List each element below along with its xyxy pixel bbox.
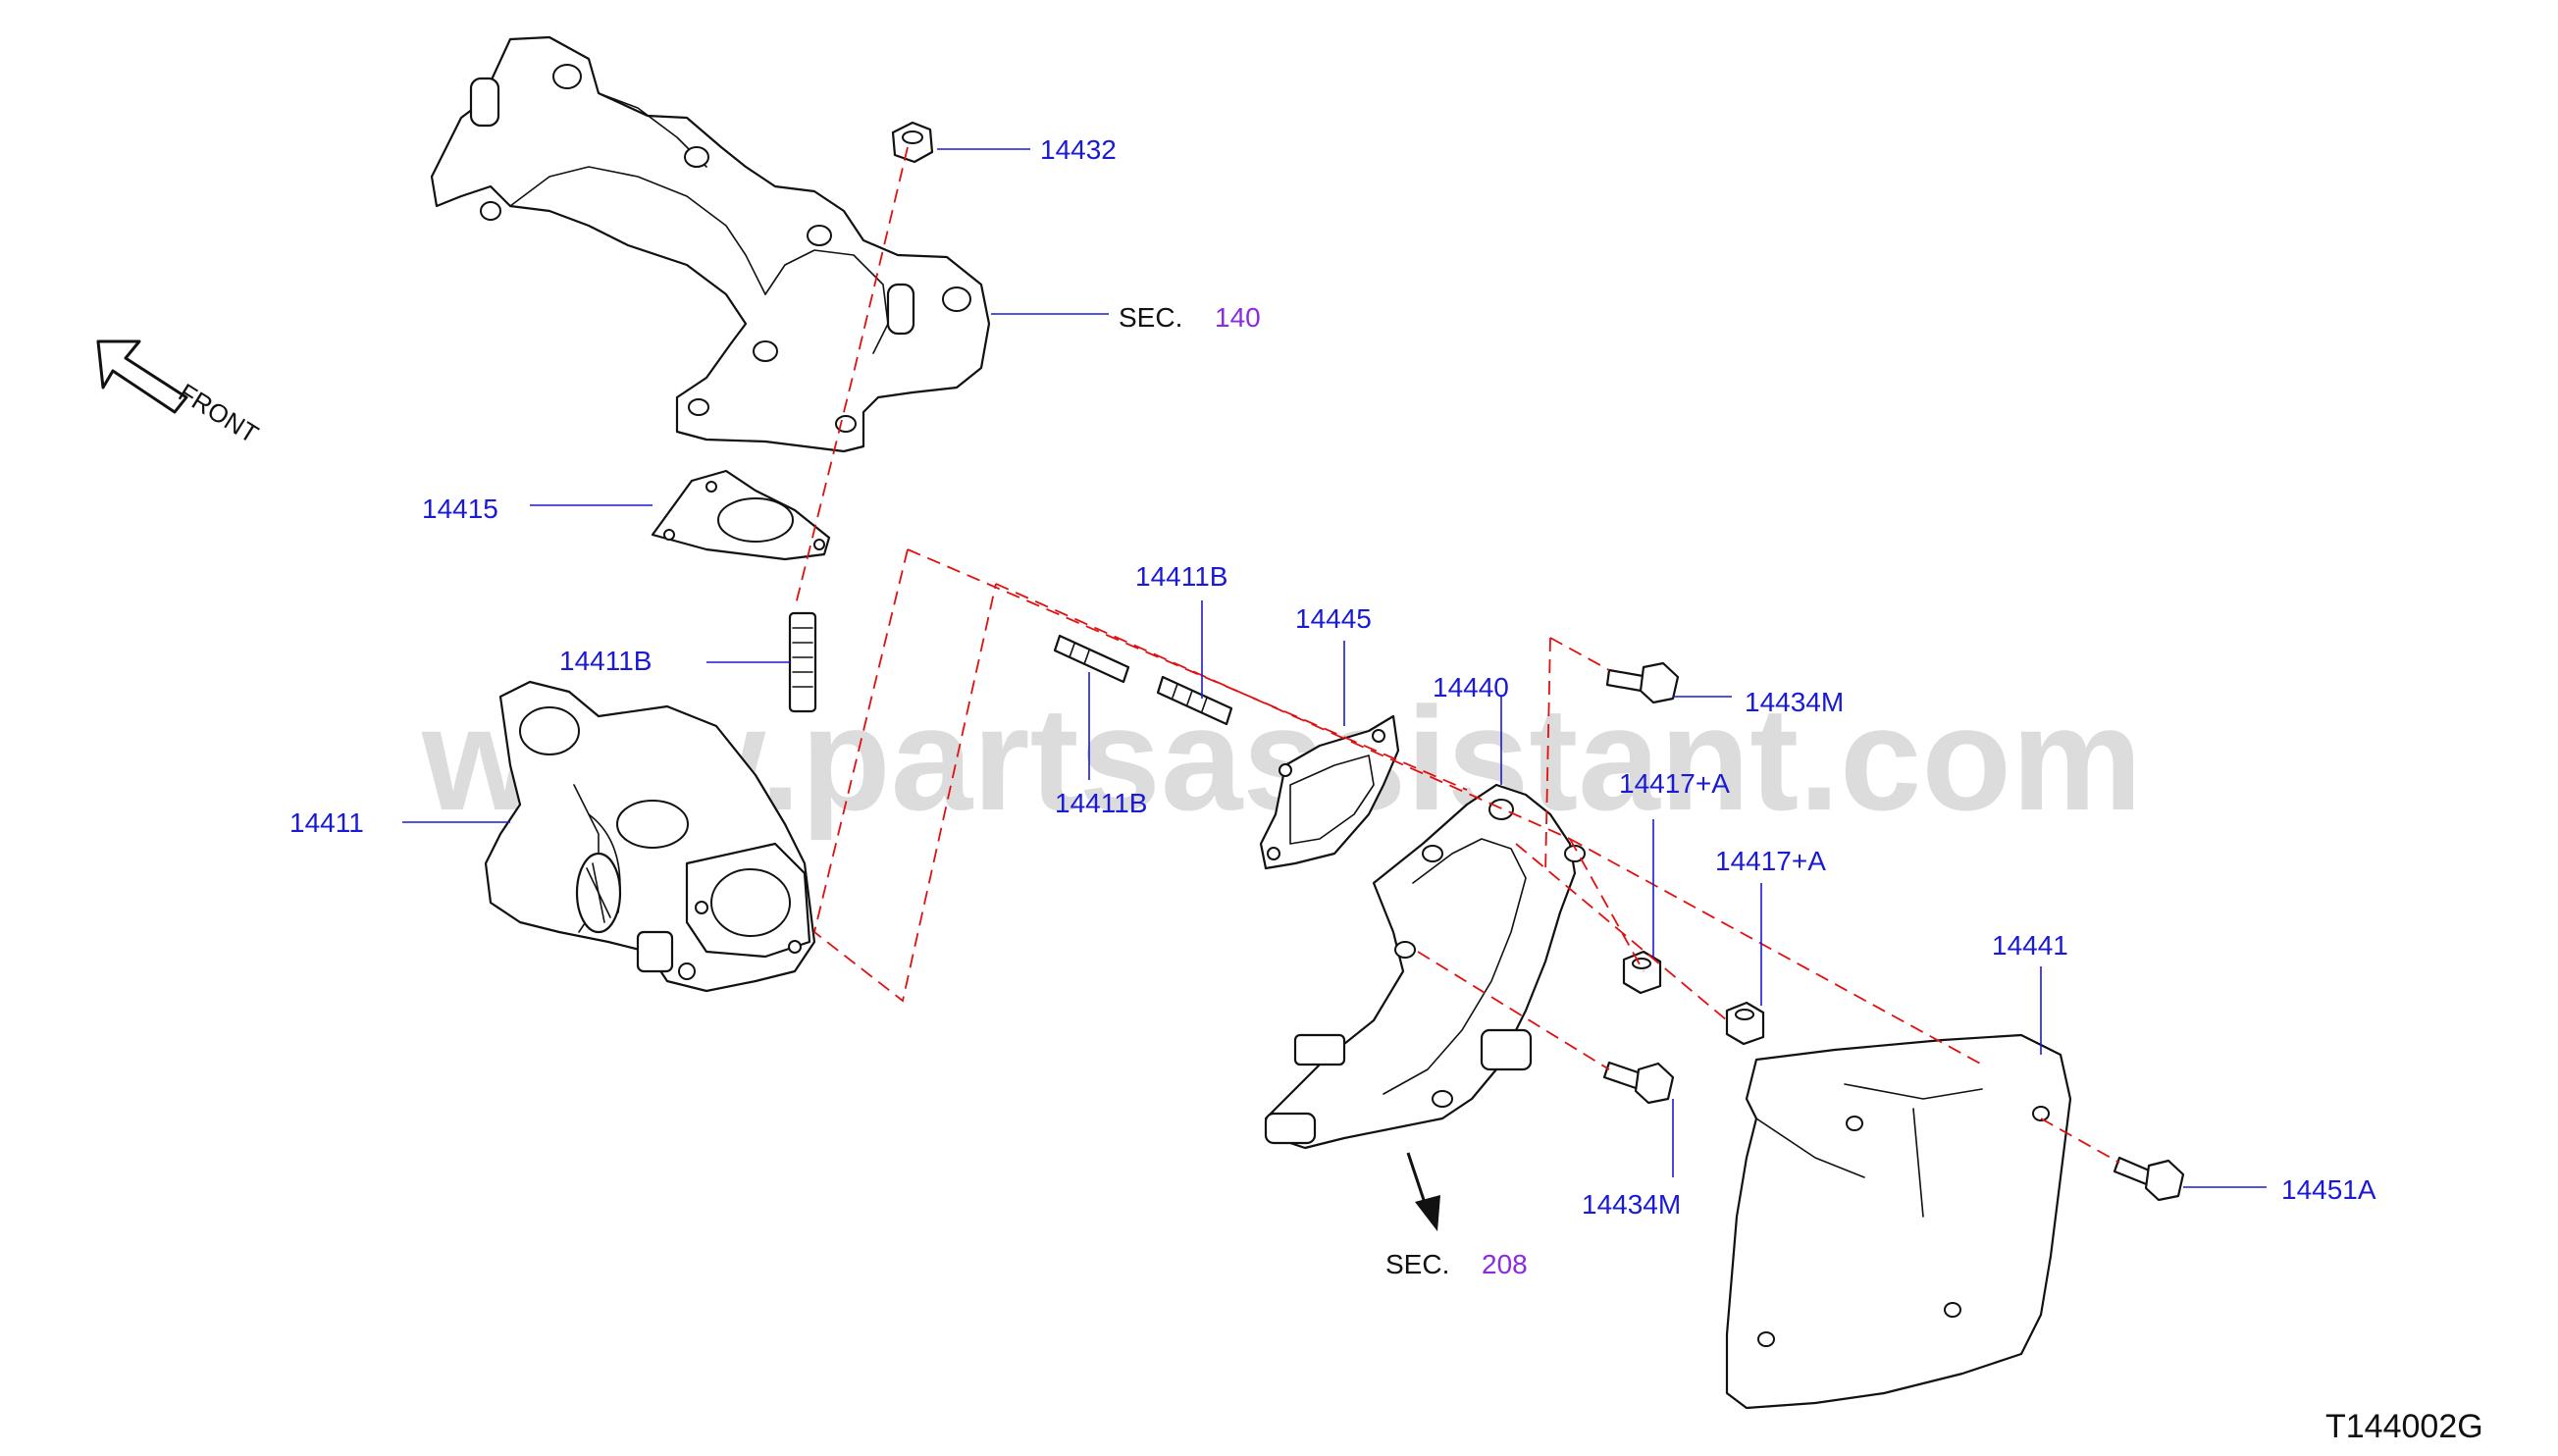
- part-label-14432[interactable]: 14432: [1040, 134, 1117, 165]
- front-label: FRONT: [174, 378, 264, 449]
- nut-14417a-1-drawing: [1622, 950, 1662, 995]
- nut-14432-drawing: [891, 121, 934, 164]
- part-label-14417a-lower[interactable]: 14417+A: [1715, 846, 1826, 876]
- part-label-14434m-upper[interactable]: 14434M: [1745, 687, 1844, 717]
- section-link-140[interactable]: 140: [1215, 302, 1261, 333]
- section-prefix-208: SEC.: [1385, 1249, 1449, 1279]
- bolt-14451a-drawing: [2113, 1156, 2185, 1202]
- bolt-14434m-upper-drawing: [1605, 661, 1680, 704]
- nut-14417a-2-drawing: [1725, 1001, 1765, 1046]
- leader-lines: [402, 148, 2267, 1188]
- section-link-208[interactable]: 208: [1482, 1249, 1528, 1279]
- front-arrow-icon: [96, 339, 188, 414]
- exhaust-manifold-drawing: [430, 35, 991, 453]
- part-label-14417a-upper[interactable]: 14417+A: [1619, 768, 1730, 799]
- stud-pair-drawing: [1053, 634, 1233, 726]
- part-label-14451a[interactable]: 14451A: [2281, 1174, 2376, 1205]
- dashed-guide-lines: [794, 146, 2120, 1164]
- arrow-down-icon: [1406, 1152, 1440, 1231]
- part-label-14411b-upper[interactable]: 14411B: [1135, 561, 1227, 592]
- heat-shield-14441-drawing: [1725, 1033, 2072, 1410]
- part-label-14415[interactable]: 14415: [422, 494, 498, 524]
- exhaust-outlet-14440-drawing: [1264, 783, 1586, 1150]
- part-label-14440[interactable]: 14440: [1433, 672, 1509, 702]
- part-label-14411b-vertical[interactable]: 14411B: [559, 646, 652, 676]
- part-label-14411[interactable]: 14411: [289, 807, 364, 838]
- diagram-id: T144002G: [2325, 1408, 2483, 1445]
- turbocharger-drawing: [484, 680, 816, 993]
- part-label-14411b-lower[interactable]: 14411B: [1055, 788, 1147, 818]
- bolt-14434m-lower-drawing: [1602, 1061, 1675, 1105]
- gasket-14415-drawing: [651, 469, 831, 561]
- section-prefix-140: SEC.: [1119, 302, 1182, 333]
- part-label-14441[interactable]: 14441: [1992, 930, 2068, 961]
- part-label-14434m-lower[interactable]: 14434M: [1582, 1189, 1681, 1220]
- part-label-14445[interactable]: 14445: [1295, 603, 1372, 634]
- stud-vertical-drawing: [788, 611, 817, 713]
- gasket-14445-drawing: [1259, 714, 1400, 870]
